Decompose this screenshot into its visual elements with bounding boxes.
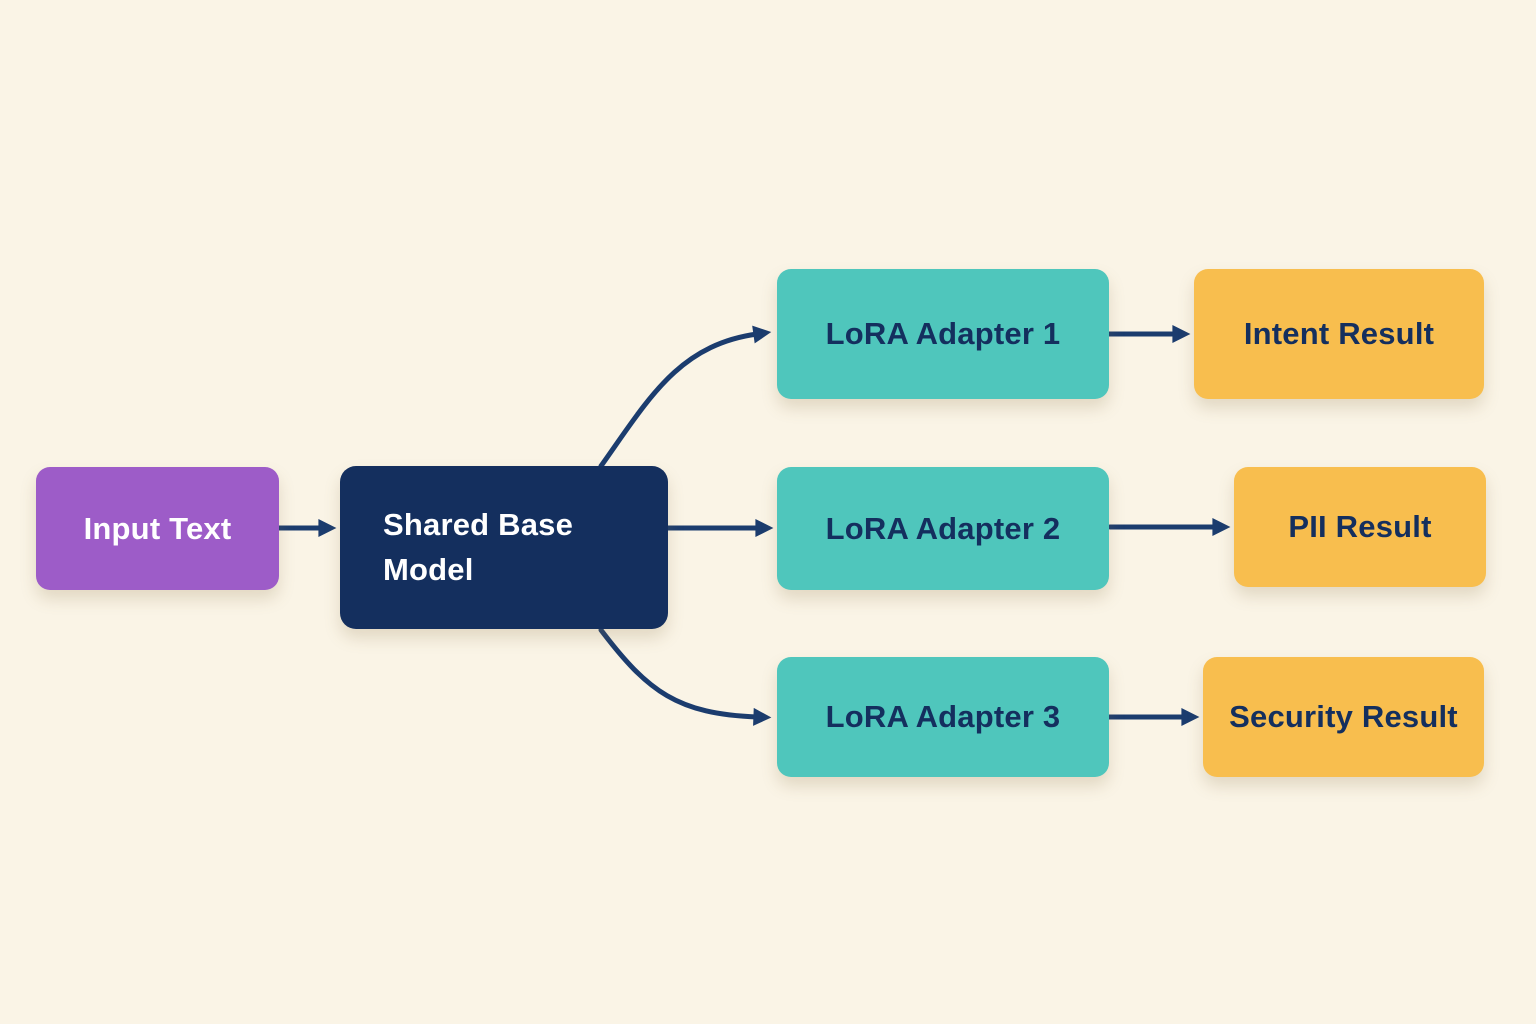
node-security-result-label: Security Result <box>1229 699 1458 734</box>
edge-base-to-adapter-1 <box>598 325 772 469</box>
edge-base-to-adapter-3 <box>598 627 772 726</box>
node-lora-adapter-2: LoRA Adapter 2 <box>777 467 1109 590</box>
node-lora-adapter-1-label: LoRA Adapter 1 <box>825 316 1061 351</box>
node-pii-result: PII Result <box>1234 467 1486 587</box>
node-shared-base-model-label: Shared Base Model <box>383 507 574 587</box>
node-intent-result-label: Intent Result <box>1243 316 1435 351</box>
node-pii-result-label: PII Result <box>1288 509 1432 544</box>
node-input-text-label: Input Text <box>83 510 232 546</box>
node-lora-adapter-2-label: LoRA Adapter 2 <box>825 510 1061 546</box>
node-security-result: Security Result <box>1203 657 1484 777</box>
node-lora-adapter-1: LoRA Adapter 1 <box>777 269 1109 399</box>
node-intent-result: Intent Result <box>1194 269 1484 399</box>
node-lora-adapter-3-label: LoRA Adapter 3 <box>825 699 1061 734</box>
node-lora-adapter-3: LoRA Adapter 3 <box>777 657 1109 777</box>
node-shared-base-model: Shared Base Model <box>340 466 668 629</box>
node-input-text: Input Text <box>36 467 279 590</box>
